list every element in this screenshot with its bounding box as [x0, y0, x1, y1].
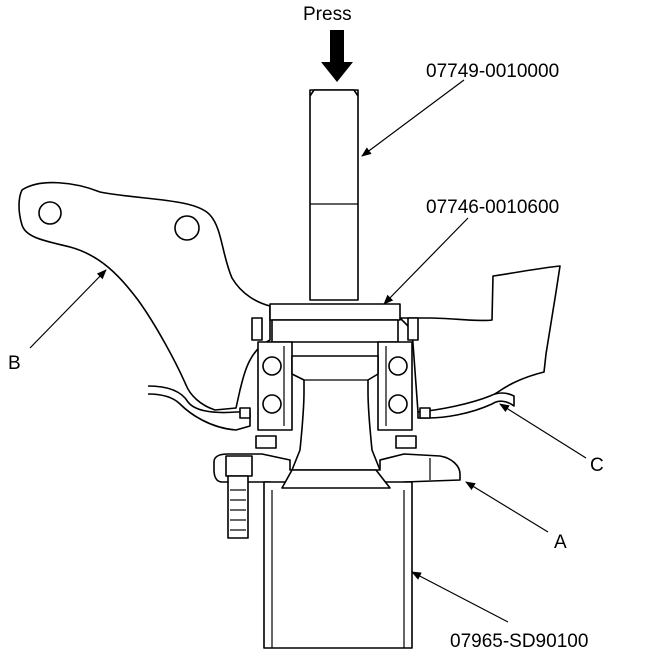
upper-mount-hole-left: [38, 201, 62, 225]
callout-b: B: [8, 353, 21, 374]
snap-ring-left: [255, 435, 277, 449]
callout-a: A: [554, 532, 567, 553]
bearing-left: [257, 341, 293, 431]
knuckle-right-body: [399, 265, 561, 413]
press-label: Press: [303, 4, 352, 25]
callout-c: C: [590, 455, 604, 476]
leader-tool-attachment: [383, 217, 469, 305]
driver-shaft: [309, 89, 359, 301]
housing-lip-left: [251, 317, 263, 341]
support-tool: [263, 481, 413, 649]
callout-tool-driver: 07749-0010000: [426, 61, 560, 82]
press-arrow-icon: [321, 30, 353, 82]
callout-tool-support: 07965-SD90100: [450, 631, 589, 652]
leader-c: [499, 403, 587, 459]
circlip-right: [419, 407, 431, 419]
attachment-collar: [271, 319, 399, 343]
hub-center: [287, 355, 385, 489]
callout-tool-attachment: 07746-0010600: [426, 197, 560, 218]
circlip-left: [239, 407, 251, 419]
leader-b: [29, 269, 107, 349]
knuckle-lower-left-arm: [147, 385, 251, 431]
support-tool-seat: [281, 469, 391, 489]
leader-a: [465, 481, 549, 533]
leader-tool-driver: [361, 79, 465, 157]
bearing-right: [377, 341, 413, 431]
snap-ring-right: [395, 435, 417, 449]
knuckle-upper-arm: [18, 181, 271, 411]
driver-shaft-tip: [309, 89, 359, 97]
attachment-plate: [269, 303, 401, 321]
leader-tool-support: [411, 571, 509, 623]
knuckle-right-flange: [417, 392, 515, 419]
housing-lip-right: [407, 317, 419, 341]
upper-mount-hole-right: [174, 215, 200, 241]
wheel-stud: [225, 455, 253, 539]
